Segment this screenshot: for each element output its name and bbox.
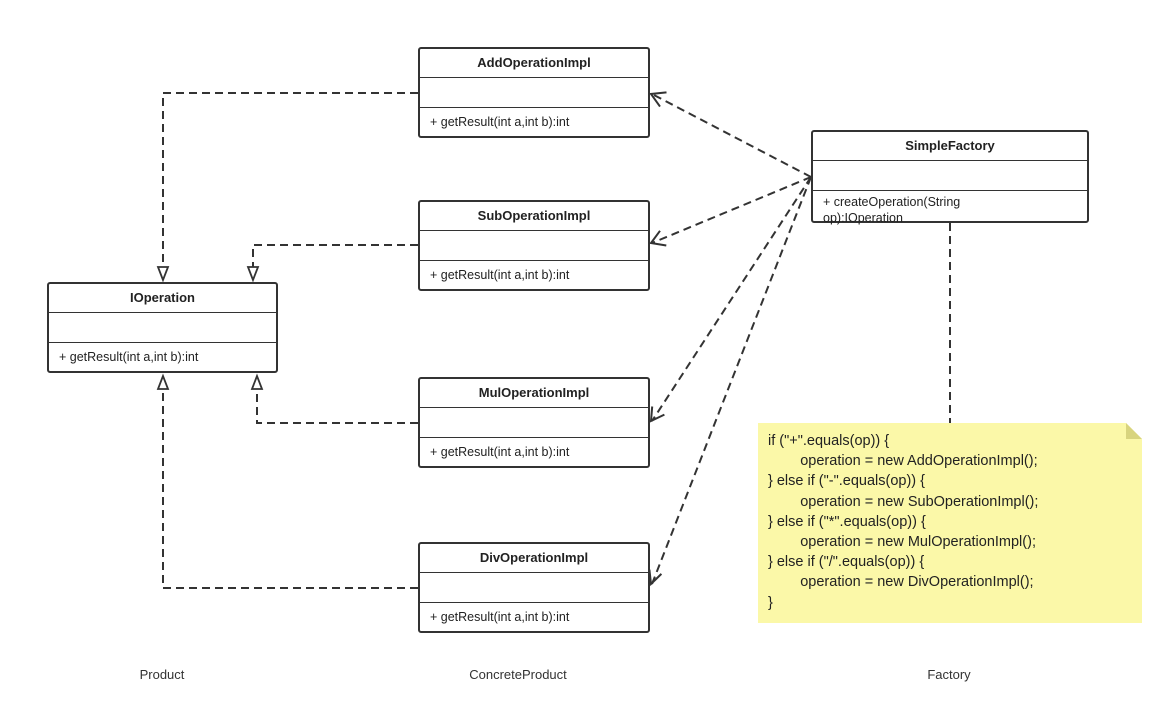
class-simple-factory[interactable]: SimpleFactory + createOperation(String o… <box>811 130 1089 225</box>
note-code: if ("+".equals(op)) { operation = new Ad… <box>768 433 1039 611</box>
operations-compartment: + getResult(int a,int b):int <box>430 610 570 624</box>
realization-add-to-ioperation <box>162 92 418 269</box>
attributes-compartment <box>420 573 648 603</box>
label-concrete-product: ConcreteProduct <box>469 667 567 682</box>
operations-compartment: + getResult(int a,int b):int <box>430 445 570 459</box>
code-note[interactable]: if ("+".equals(op)) { operation = new Ad… <box>758 423 1142 623</box>
dependency-arrowhead <box>649 230 667 247</box>
operations-compartment: + getResult(int a,int b):int <box>59 350 199 364</box>
dependency-arrowhead <box>649 406 665 423</box>
attributes-compartment <box>420 231 648 261</box>
class-name: SimpleFactory <box>813 132 1087 161</box>
dependency-factory-to-sub <box>651 176 812 244</box>
realization-div-to-ioperation <box>162 389 418 589</box>
attributes-compartment <box>49 313 276 343</box>
realization-arrowhead <box>246 266 260 283</box>
attributes-compartment <box>420 408 648 438</box>
dependency-factory-to-div <box>651 176 812 585</box>
class-add-operation-impl[interactable]: AddOperationImpl + getResult(int a,int b… <box>418 47 650 138</box>
realization-arrowhead <box>250 373 264 390</box>
realization-mul-to-ioperation <box>256 389 418 424</box>
class-name: SubOperationImpl <box>420 202 648 231</box>
operations-compartment: + getResult(int a,int b):int <box>430 268 570 282</box>
dependency-factory-to-mul <box>651 176 812 422</box>
class-name: DivOperationImpl <box>420 544 648 573</box>
attributes-compartment <box>813 161 1087 191</box>
class-name: MulOperationImpl <box>420 379 648 408</box>
class-mul-operation-impl[interactable]: MulOperationImpl + getResult(int a,int b… <box>418 377 650 468</box>
dependency-arrowhead <box>649 91 667 108</box>
class-name: IOperation <box>49 284 276 313</box>
dependency-factory-to-add <box>651 93 812 178</box>
label-product: Product <box>139 667 185 682</box>
realization-arrowhead <box>156 266 170 283</box>
label-factory: Factory <box>927 667 971 682</box>
realization-sub-to-ioperation <box>252 244 418 269</box>
class-name: AddOperationImpl <box>420 49 648 78</box>
attributes-compartment <box>420 78 648 108</box>
class-ioperation[interactable]: IOperation + getResult(int a,int b):int <box>47 282 278 373</box>
realization-arrowhead <box>156 373 170 390</box>
operations-compartment: + getResult(int a,int b):int <box>430 115 570 129</box>
operations-compartment: + createOperation(String op):IOperation <box>823 195 961 225</box>
class-sub-operation-impl[interactable]: SubOperationImpl + getResult(int a,int b… <box>418 200 650 291</box>
class-div-operation-impl[interactable]: DivOperationImpl + getResult(int a,int b… <box>418 542 650 633</box>
